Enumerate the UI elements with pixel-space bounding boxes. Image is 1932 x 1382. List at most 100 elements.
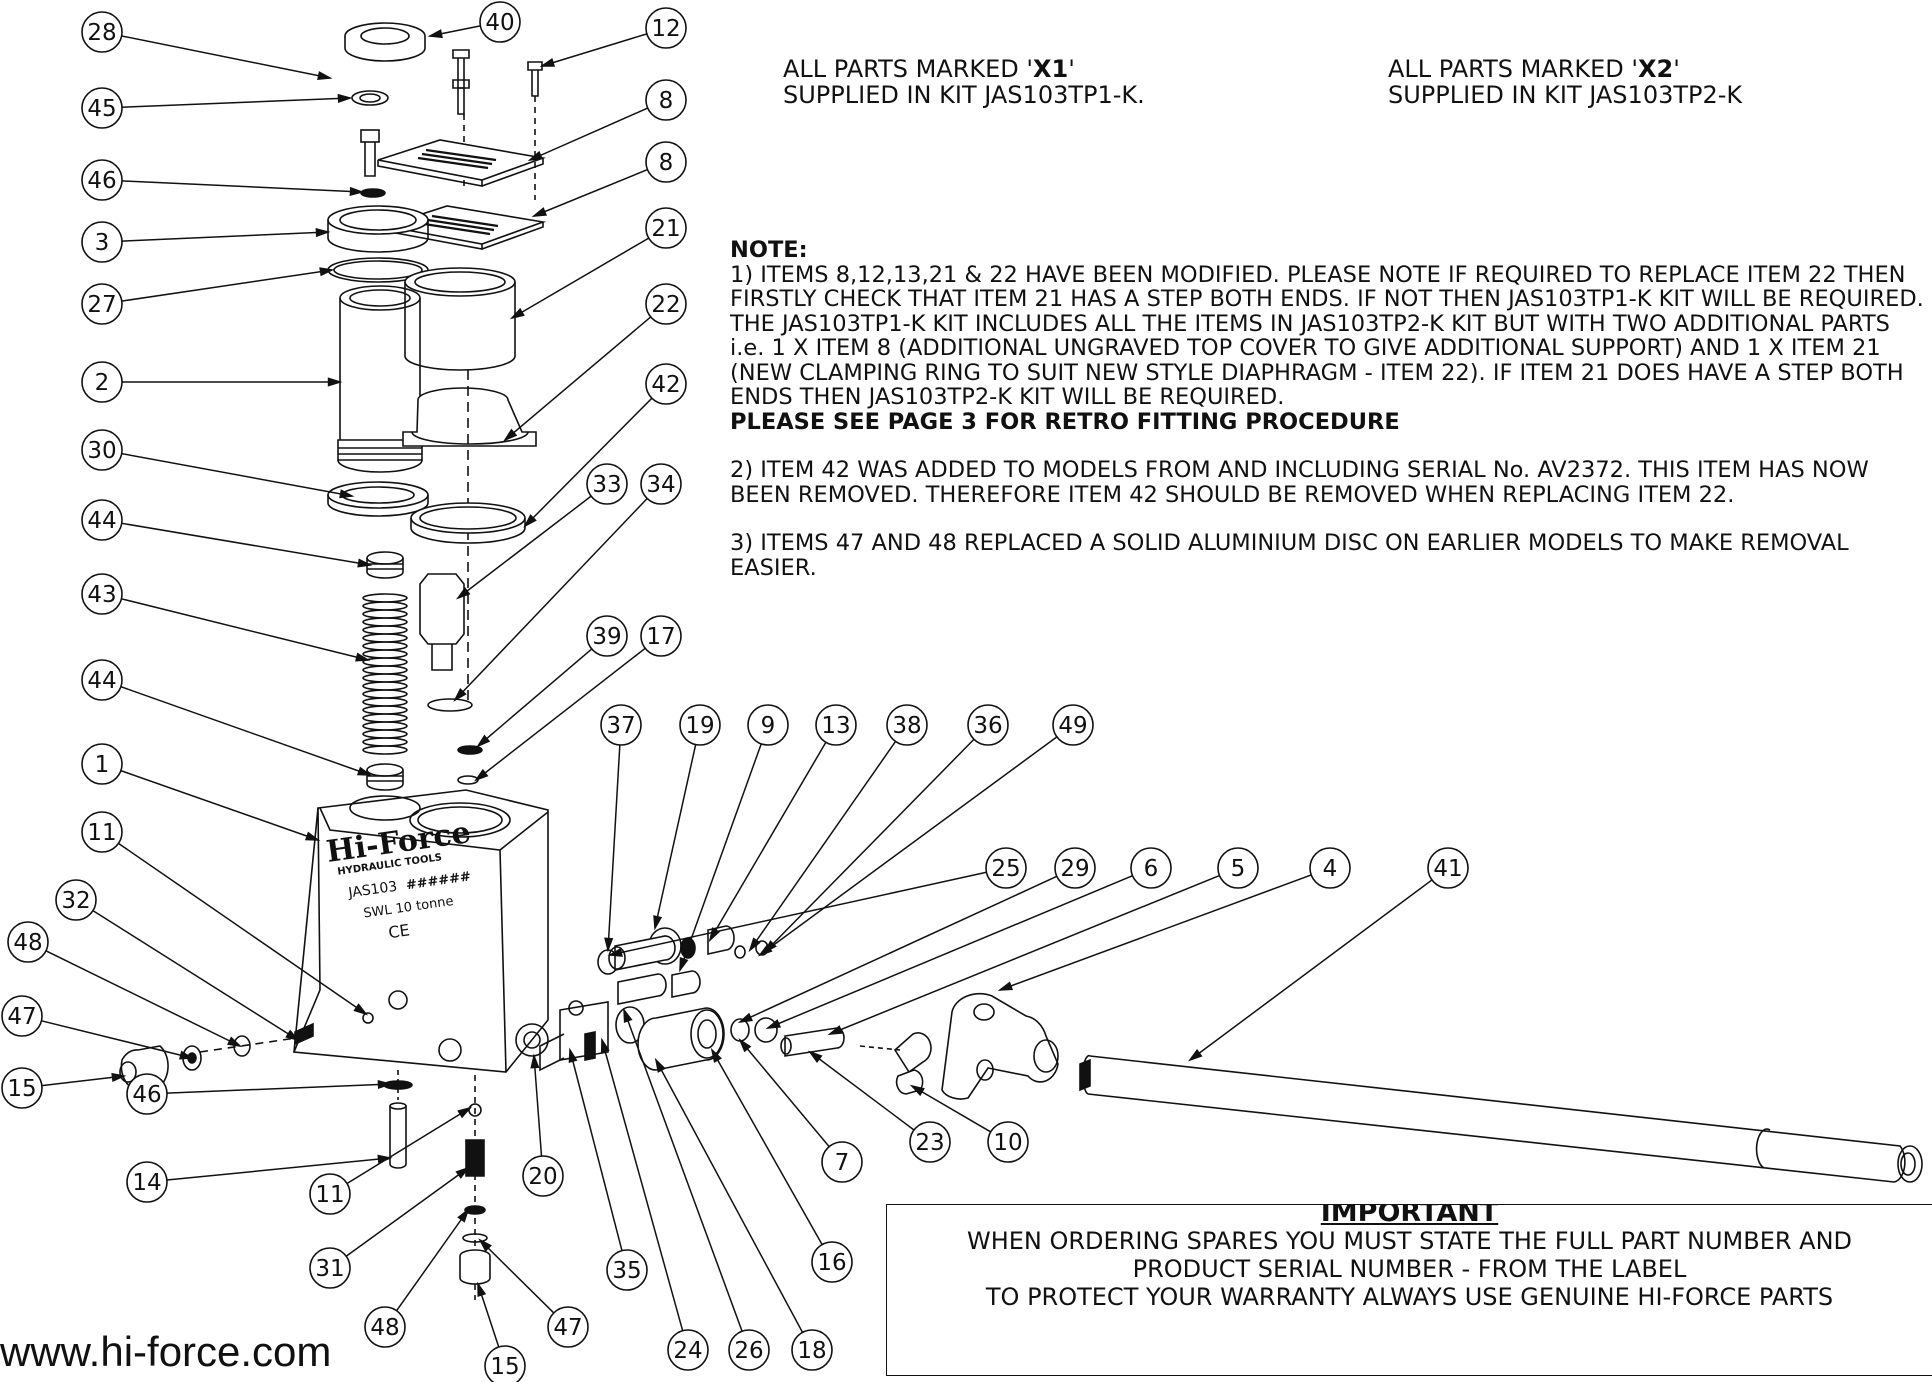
item-number: 14 xyxy=(132,1170,161,1196)
kit-x2-quote: ' xyxy=(1673,55,1680,83)
item-number: 5 xyxy=(1231,856,1246,882)
leader-line xyxy=(166,1083,391,1094)
leader-arrow xyxy=(531,207,548,217)
item-balloon xyxy=(81,429,123,471)
spring-coil xyxy=(362,665,408,675)
leader-line xyxy=(829,874,1220,1035)
item-number: 28 xyxy=(87,20,116,46)
important-line-3: TO PROTECT YOUR WARRANTY ALWAYS USE GENU… xyxy=(985,1283,1834,1311)
leader-line xyxy=(45,950,241,1047)
leader-arrow xyxy=(539,58,556,67)
leader-arrow xyxy=(339,489,355,499)
leader-line xyxy=(120,685,371,776)
spring-coil xyxy=(362,657,408,667)
item-number: 20 xyxy=(528,1164,557,1190)
item-balloon xyxy=(645,363,687,405)
item-balloon xyxy=(606,1249,648,1291)
item-balloon xyxy=(547,1306,589,1348)
note-1: 1) ITEMS 8,12,13,21 & 22 HAVE BEEN MODIF… xyxy=(730,261,1924,410)
kit-x1-marker: X1 xyxy=(1033,55,1069,83)
item-balloon xyxy=(821,1141,863,1183)
item-number: 7 xyxy=(835,1150,850,1176)
leader-arrow xyxy=(738,1038,752,1053)
leader-line xyxy=(749,740,897,951)
item-balloon xyxy=(1130,847,1172,889)
item-number: 35 xyxy=(612,1258,641,1284)
leader-arrow xyxy=(503,428,518,442)
leader-line xyxy=(121,180,363,193)
item-number: 17 xyxy=(646,624,675,650)
leader-line xyxy=(607,744,621,951)
leader-arrow xyxy=(476,734,491,748)
item-number: 45 xyxy=(87,96,116,122)
item-number: 19 xyxy=(685,713,714,739)
leader-line xyxy=(454,497,648,701)
item-number: 1 xyxy=(95,752,110,778)
leader-arrow xyxy=(527,150,544,162)
leader-line xyxy=(569,1049,623,1251)
item-number: 47 xyxy=(7,1004,36,1030)
leader-arrow xyxy=(327,377,343,387)
leader-line xyxy=(809,1051,915,1131)
item-balloon xyxy=(1054,847,1096,889)
item-balloon xyxy=(484,1345,526,1382)
item-number: 46 xyxy=(132,1082,161,1108)
leader-arrow xyxy=(523,514,537,528)
item-balloon xyxy=(1,1067,43,1109)
item-balloon xyxy=(640,615,682,657)
item-number: 39 xyxy=(592,624,621,650)
item-number: 31 xyxy=(315,1256,344,1282)
spring-coil xyxy=(362,649,408,659)
leader-line xyxy=(504,316,652,441)
leader-line xyxy=(121,452,353,497)
important-line-1: WHEN ORDERING SPARES YOU MUST STATE THE … xyxy=(966,1227,1853,1255)
item-number: 37 xyxy=(606,713,635,739)
leader-arrow xyxy=(1187,1049,1203,1062)
leader-arrow xyxy=(568,1047,578,1063)
spring-coil xyxy=(362,633,408,643)
item-balloon xyxy=(600,704,642,746)
leader-line xyxy=(345,1167,469,1257)
item-number: 47 xyxy=(553,1315,582,1341)
item-balloon xyxy=(1052,704,1094,746)
item-number: 38 xyxy=(892,713,921,739)
leader-arrow xyxy=(319,267,335,277)
leader-line xyxy=(541,33,648,67)
leader-arrow xyxy=(909,1084,925,1097)
item-number: 36 xyxy=(973,713,1002,739)
leader-line xyxy=(457,495,592,599)
item-number: 32 xyxy=(61,888,90,914)
leader-arrow xyxy=(997,981,1014,991)
item-number: 48 xyxy=(370,1315,399,1341)
item-number: 18 xyxy=(797,1338,826,1364)
kit-x2-line2: SUPPLIED IN KIT JAS103TP2-K xyxy=(1388,81,1743,109)
item-number: 10 xyxy=(993,1130,1022,1156)
leader-arrow xyxy=(304,831,321,841)
leader-arrow xyxy=(427,29,443,39)
leader-line xyxy=(759,736,1058,956)
item-number: 15 xyxy=(7,1076,36,1102)
item-number: 46 xyxy=(87,168,116,194)
item-balloon xyxy=(1,995,43,1037)
item-number: 22 xyxy=(651,292,680,318)
item-balloon xyxy=(81,811,123,853)
leader-arrow xyxy=(807,1050,823,1063)
leader-arrow xyxy=(600,1037,610,1053)
item-balloon xyxy=(7,921,49,963)
kit-x2-line1: ALL PARTS MARKED ' xyxy=(1388,55,1639,83)
leader-line xyxy=(121,231,329,242)
item-number: 27 xyxy=(87,292,116,318)
leader-line xyxy=(92,910,299,1041)
kit-x1-quote: ' xyxy=(1068,55,1075,83)
leader-arrow xyxy=(765,1019,782,1029)
item-balloon xyxy=(586,463,628,505)
item-number: 9 xyxy=(761,713,776,739)
leader-line xyxy=(166,1157,391,1181)
website-url[interactable]: www.hi-force.com xyxy=(0,1328,332,1375)
item-balloon xyxy=(679,704,721,746)
spring-coil xyxy=(362,593,408,603)
item-number: 44 xyxy=(87,508,116,534)
notes-heading: NOTE: xyxy=(730,237,808,263)
leader-arrow xyxy=(355,652,371,662)
item-balloon xyxy=(747,704,789,746)
